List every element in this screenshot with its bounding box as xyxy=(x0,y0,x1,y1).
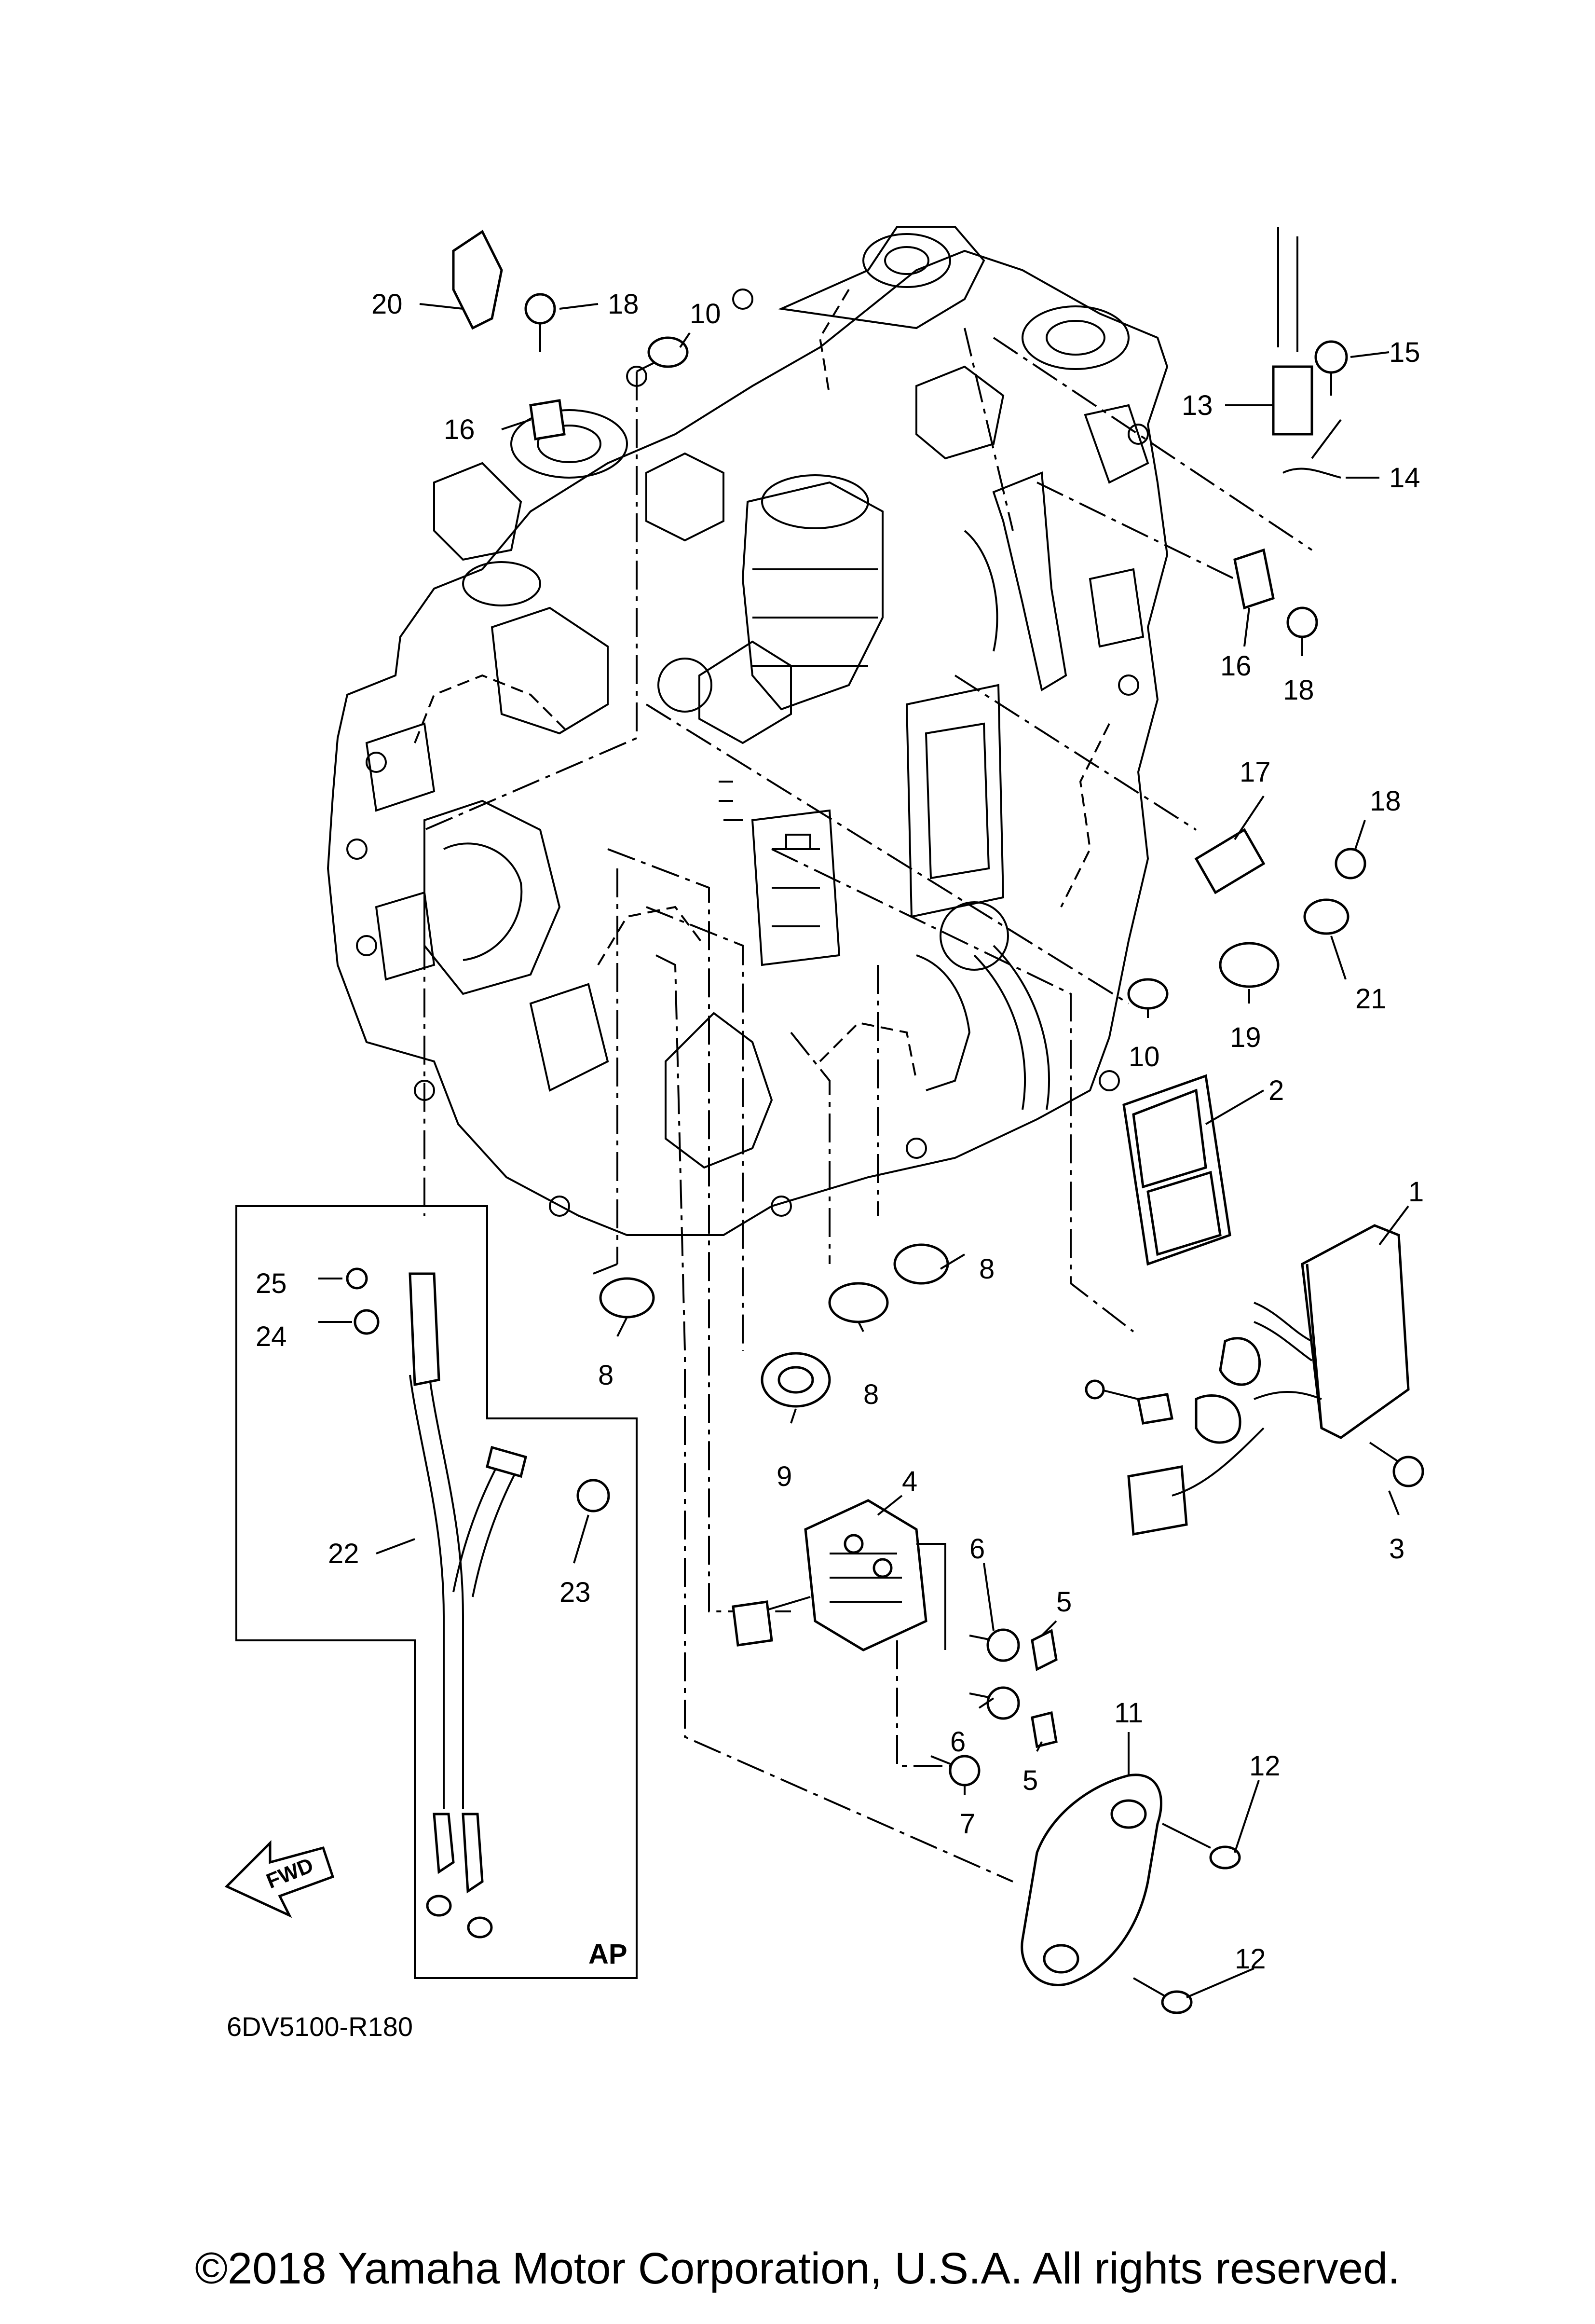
part-4-fuse-block xyxy=(732,1499,946,1651)
callout-12a: 12 xyxy=(1249,1750,1281,1782)
callout-10a: 10 xyxy=(690,298,721,330)
callout-14: 14 xyxy=(1389,462,1420,494)
callout-23: 23 xyxy=(559,1577,591,1608)
callout-11: 11 xyxy=(1114,1697,1143,1729)
ap-inset-frame xyxy=(235,1205,638,1979)
callout-8b: 8 xyxy=(863,1379,879,1410)
part-21-clamp xyxy=(1303,898,1350,935)
engine-block xyxy=(327,226,1169,1236)
part-11-cover xyxy=(1021,1774,1162,1986)
callout-2: 2 xyxy=(1268,1075,1284,1106)
part-10-clips xyxy=(647,336,1169,1010)
callout-8c: 8 xyxy=(598,1360,613,1391)
part-3-bolt xyxy=(1369,1442,1424,1487)
part-22-cable xyxy=(409,1272,528,1939)
part-9-clamp xyxy=(761,1352,831,1408)
part-14-bracket xyxy=(1282,419,1342,479)
callout-19: 19 xyxy=(1230,1022,1261,1053)
callout-4: 4 xyxy=(902,1466,917,1497)
callout-24: 24 xyxy=(256,1321,287,1352)
ap-label: AP xyxy=(588,1939,627,1970)
callout-18b: 18 xyxy=(1283,674,1314,706)
part-6-bolts xyxy=(969,1628,1020,1720)
callout-labels: 1 2 3 4 5 5 6 6 7 8 8 8 9 10 10 11 12 12… xyxy=(256,289,1424,1975)
part-18-bolts xyxy=(524,293,1366,880)
callout-16b: 16 xyxy=(1220,650,1252,682)
callout-9: 9 xyxy=(777,1461,792,1492)
callout-15: 15 xyxy=(1389,337,1420,368)
part-2-gasket xyxy=(1122,1074,1231,1266)
part-5-clips xyxy=(1031,1629,1058,1748)
part-17-bracket xyxy=(1194,828,1266,894)
part-13-sensor xyxy=(1272,227,1313,436)
part-8-clamps xyxy=(599,1243,949,1323)
callout-17: 17 xyxy=(1240,756,1271,788)
callout-7: 7 xyxy=(960,1808,975,1840)
callout-21: 21 xyxy=(1355,983,1387,1015)
callout-22: 22 xyxy=(328,1538,359,1569)
callout-16a: 16 xyxy=(444,414,475,445)
callout-8a: 8 xyxy=(979,1253,995,1285)
part-12-screws xyxy=(1133,1823,1241,2014)
callout-25: 25 xyxy=(256,1268,287,1299)
callout-20: 20 xyxy=(371,289,403,320)
part-16-holders xyxy=(529,399,1275,610)
copyright-notice: ©2018 Yamaha Motor Corporation, U.S.A. A… xyxy=(195,2244,1400,2293)
callout-leaders xyxy=(318,303,1409,1998)
callout-6b: 6 xyxy=(950,1726,966,1758)
callout-12b: 12 xyxy=(1235,1943,1266,1975)
callout-6a: 6 xyxy=(969,1533,985,1565)
part-20-clip xyxy=(452,230,503,330)
part-1-cdi-unit xyxy=(1085,1224,1410,1536)
fwd-arrow-icon: FWD xyxy=(224,1840,335,1918)
part-7-bolt xyxy=(930,1755,981,1787)
callout-5a: 5 xyxy=(1056,1586,1072,1618)
callout-13: 13 xyxy=(1182,390,1213,421)
part-19-clamp xyxy=(1219,942,1280,988)
part-24-nut xyxy=(354,1309,380,1335)
callout-1: 1 xyxy=(1408,1176,1424,1208)
part-23-bolt xyxy=(576,1479,610,1513)
callout-3: 3 xyxy=(1389,1533,1404,1565)
callout-18a: 18 xyxy=(608,289,639,320)
callout-18c: 18 xyxy=(1370,785,1401,817)
diagram-ref-code: 6DV5100-R180 xyxy=(227,2011,413,2042)
callout-10b: 10 xyxy=(1129,1041,1160,1073)
part-15-bolt xyxy=(1314,340,1348,396)
callout-5b: 5 xyxy=(1022,1765,1038,1796)
part-25-washer xyxy=(346,1267,368,1290)
